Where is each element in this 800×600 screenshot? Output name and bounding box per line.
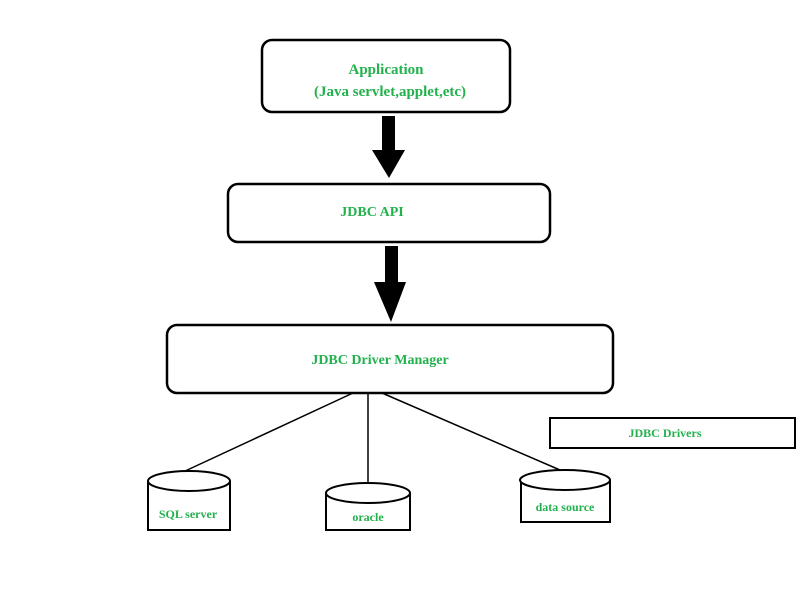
driver-connectors — [182, 392, 561, 483]
arrow-api-to-driver-manager — [374, 246, 406, 322]
database-sql-server: SQL server — [147, 470, 231, 531]
jdbc-drivers-label: JDBC Drivers — [629, 426, 702, 440]
driver-manager-box: JDBC Driver Manager — [165, 323, 615, 395]
database-label: data source — [536, 500, 595, 514]
database-label: oracle — [352, 510, 384, 524]
arrow-application-to-api — [372, 116, 405, 178]
driver-manager-label: JDBC Driver Manager — [311, 353, 448, 368]
jdbc-api-box: JDBC API — [226, 182, 552, 244]
database-oracle: oracle — [325, 482, 411, 531]
connector-data-source — [381, 392, 561, 471]
jdbc-drivers-box: JDBC Drivers — [549, 417, 796, 449]
application-title: Application — [348, 62, 424, 78]
connector-sql-server — [182, 392, 354, 473]
application-subtitle: (Java servlet,applet,etc) — [314, 84, 466, 100]
application-box: Application (Java servlet,applet,etc) — [260, 38, 512, 114]
jdbc-api-label: JDBC API — [340, 205, 403, 220]
database-data-source: data source — [519, 469, 611, 523]
database-label: SQL server — [159, 507, 218, 521]
